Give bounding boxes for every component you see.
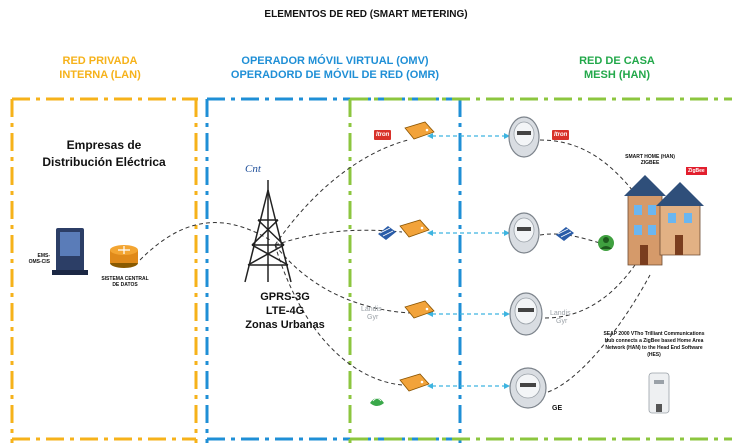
omv-section-title: OPERADOR MÓVIL VIRTUAL (OMV) OPERADORD D… <box>225 54 445 82</box>
smart-meter-icon-3 <box>509 292 543 336</box>
landis-left-line-1: Landis <box>361 306 382 313</box>
han-title-line-2: MESH (HAN) <box>584 69 650 81</box>
cnt-logo: Cnt <box>245 163 261 175</box>
landis-left-line-2: Gyr <box>367 314 379 321</box>
network-line-2: LTE-4G <box>265 305 305 317</box>
hub-device-icon <box>648 372 670 414</box>
backhaul-links <box>139 139 651 393</box>
smart-meter-icon-1 <box>508 116 540 158</box>
network-line-3: Zonas Urbanas <box>245 319 325 331</box>
network-line-1: GPRS-3G <box>260 291 310 303</box>
itron-logo-left: Itron <box>374 130 392 140</box>
page-title: ELEMENTOS DE RED (SMART METERING) <box>264 9 468 20</box>
meter3-to-home-link <box>544 264 636 319</box>
omv-title-line-2: OPERADORD DE MÓVIL DE RED (OMR) <box>230 69 440 81</box>
lan-zone-border <box>10 97 198 443</box>
server-icon <box>52 228 88 275</box>
router-icon-3 <box>404 300 435 319</box>
landis-right-line-2: Gyr <box>556 318 568 325</box>
tower-to-ge-link <box>274 244 403 386</box>
central-router-icon <box>110 245 138 268</box>
landis-right-line-1: Landis <box>550 310 571 317</box>
server-label-line-2: OMS-CIS <box>28 259 50 265</box>
lan-title-line-2: INTERNA (LAN) <box>59 69 141 81</box>
zigbee-logo: ZigBee <box>686 167 707 175</box>
ge-label: GE <box>552 405 563 412</box>
meter2-to-home-link <box>539 233 611 246</box>
han-title-line-1: RED DE CASA <box>579 55 655 67</box>
meter1-to-home-link <box>539 139 641 201</box>
han-zone-border <box>348 97 732 443</box>
omv-title-line-1: OPERADOR MÓVIL VIRTUAL (OMV) <box>241 55 429 67</box>
smart-home-line-1: SMART HOME (HAN) <box>625 154 675 160</box>
central-data-label: SISTEMA CENTRAL DE DATOS <box>98 276 152 288</box>
lan-section-title: RED PRIVADA INTERNA (LAN) <box>30 54 170 82</box>
tower-to-landis-link <box>274 244 411 314</box>
central-label-line-1: SISTEMA CENTRAL <box>101 276 149 282</box>
omv-zone-border <box>205 97 462 443</box>
router-icon-1 <box>404 121 435 140</box>
smart-home-label: SMART HOME (HAN) ZIGBEE <box>610 154 690 166</box>
landis-logo-left: Landis Gyr <box>361 306 382 322</box>
landis-logo-right: Landis Gyr <box>550 310 571 326</box>
company-label: Empresas de Distribución Eléctrica <box>42 138 166 169</box>
server-label-line-1: EMS- <box>37 253 51 259</box>
user-icon <box>598 235 614 251</box>
network-label: GPRS-3G LTE-4G Zonas Urbanas <box>230 290 340 332</box>
smart-home-icon <box>624 175 704 266</box>
smart-meter-icon-2 <box>508 212 540 254</box>
blue-brand-logo-icon-2 <box>556 227 574 241</box>
server-label: EMS- OMS-CIS <box>20 253 50 265</box>
router-icon-2 <box>399 219 430 238</box>
central-to-tower-link <box>139 222 271 261</box>
seap-description: SEAP 2000 VTho Trilliant Communications … <box>603 331 705 358</box>
itron-logo-right: Itron <box>552 130 570 140</box>
tower-to-itron-link <box>274 139 409 246</box>
meter-links <box>432 135 505 387</box>
blue-brand-logo-icon-1 <box>378 226 396 240</box>
smart-home-line-2: ZIGBEE <box>640 160 660 166</box>
han-section-title: RED DE CASA MESH (HAN) <box>562 54 672 82</box>
router-icon-4 <box>399 373 430 392</box>
lan-title-line-1: RED PRIVADA <box>62 55 138 67</box>
green-brand-logo-icon <box>370 398 384 406</box>
central-label-line-2: DE DATOS <box>112 282 138 288</box>
smart-meter-icon-4 <box>509 367 547 409</box>
cell-tower-icon <box>244 180 292 283</box>
meter4-to-home-link <box>547 274 651 393</box>
